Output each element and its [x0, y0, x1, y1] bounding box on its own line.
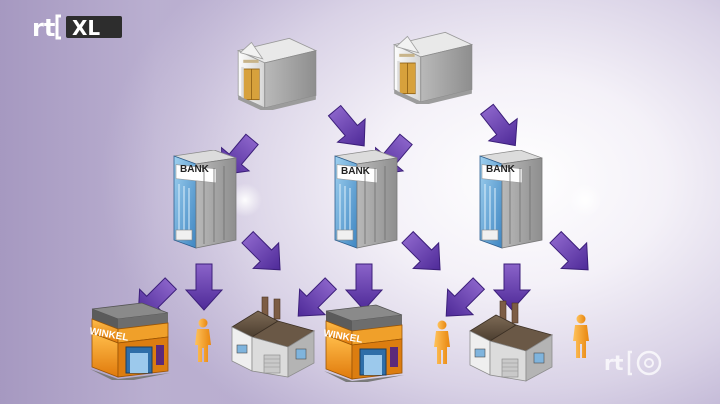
xl-logo-text: XL [72, 16, 100, 40]
factory-2 [469, 300, 553, 382]
bank-sign: BANK [486, 164, 516, 175]
flow-arrow [185, 263, 223, 311]
person-1 [195, 318, 211, 362]
bank-sign: BANK [180, 164, 210, 175]
bracket-icon [55, 14, 61, 40]
bank-sign: BANK [341, 166, 371, 177]
commercial-bank-2: BANK [334, 150, 398, 249]
rtl-xl-logo: rt XL [32, 14, 122, 42]
central-bank-left [237, 37, 317, 110]
commercial-bank-1: BANK [173, 150, 237, 249]
flow-arrow [234, 224, 294, 284]
flow-arrow [320, 98, 379, 158]
shop-2: WINKEL [322, 304, 405, 382]
flow-arrow [432, 270, 492, 330]
light-flare [568, 183, 602, 217]
commercial-bank-3: BANK [479, 150, 543, 249]
flow-arrow [345, 263, 383, 311]
xl-badge [66, 16, 122, 38]
flow-arrow [472, 97, 530, 158]
watermark-text: rt [604, 351, 624, 375]
person-2 [434, 320, 450, 364]
person-3 [573, 314, 589, 358]
circle-logo-icon [636, 350, 662, 376]
rtl-logo-text: rt [32, 14, 55, 42]
flow-arrow [542, 224, 602, 284]
flow-arrow [394, 224, 454, 284]
central-bank-right [393, 31, 473, 104]
shop-1: WINKEL [88, 302, 171, 380]
rtl-watermark-logo: rt [604, 350, 662, 376]
